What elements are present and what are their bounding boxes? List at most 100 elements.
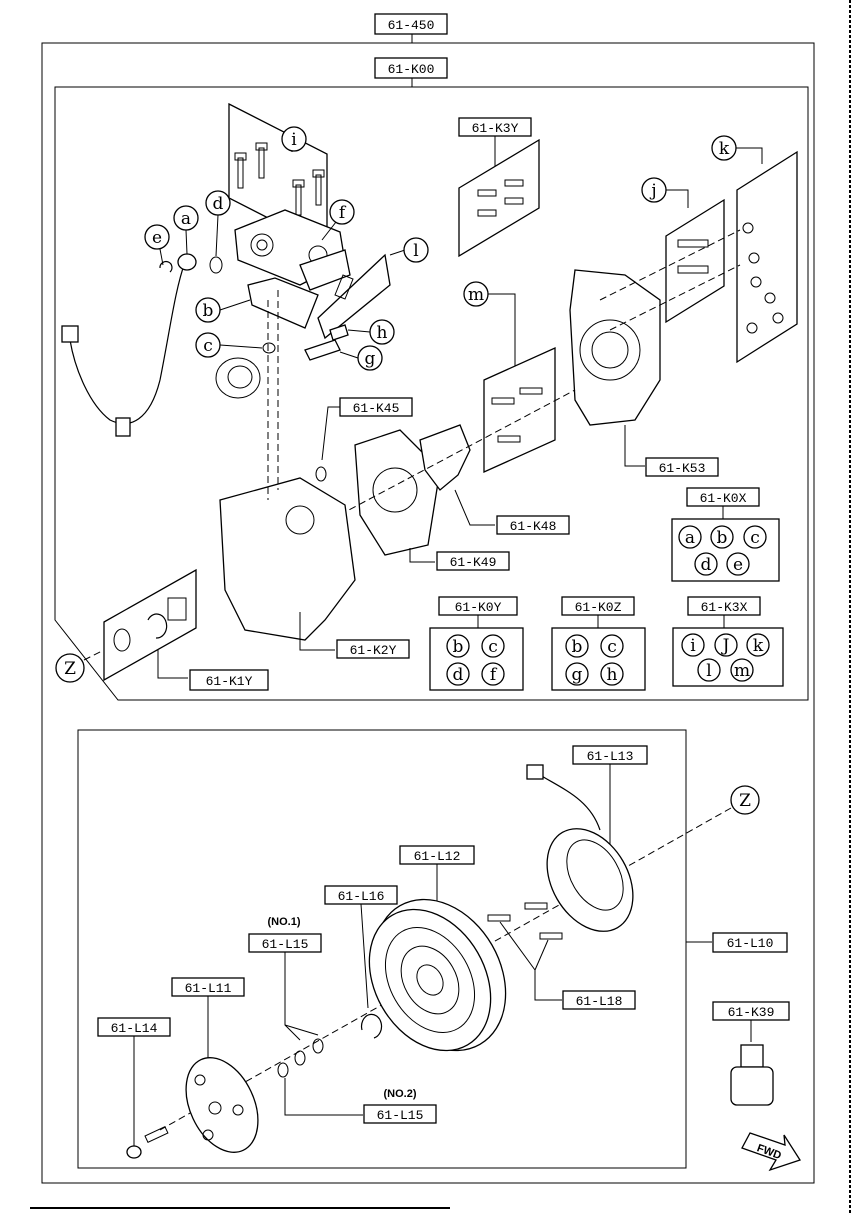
callout-61-K1Y[interactable]: 61-K1Y xyxy=(189,669,269,691)
bolts-i xyxy=(234,142,325,216)
panel-l xyxy=(317,253,391,340)
letter-b: b xyxy=(195,297,221,323)
letter-m: m xyxy=(463,281,489,307)
callout-61-L16[interactable]: 61-L16 xyxy=(324,885,398,905)
stator-coil-61-L13 xyxy=(526,764,634,932)
svg-text:e: e xyxy=(733,555,743,575)
snap-ring-61-L16 xyxy=(360,1013,383,1039)
svg-text:l: l xyxy=(413,241,418,261)
shaft-seal-panel-61-K1Y xyxy=(103,568,197,682)
letter-e: e xyxy=(144,224,170,250)
bolts-61-L18 xyxy=(487,902,563,940)
callout-61-L14[interactable]: 61-L14 xyxy=(97,1017,171,1037)
svg-text:61-L16: 61-L16 xyxy=(338,889,385,904)
valve-g xyxy=(304,339,341,361)
part-61-K39 xyxy=(730,1044,774,1106)
svg-text:61-K3X: 61-K3X xyxy=(701,600,748,615)
svg-text:b: b xyxy=(203,301,214,321)
svg-text:61-L18: 61-L18 xyxy=(576,994,623,1009)
svg-text:61-L12: 61-L12 xyxy=(414,849,461,864)
svg-text:61-K1Y: 61-K1Y xyxy=(206,674,253,689)
callout-61-L18[interactable]: 61-L18 xyxy=(562,990,636,1010)
kit-61-K0Y[interactable]: 61-K0Y b c d f xyxy=(429,596,524,691)
svg-text:61-K0Z: 61-K0Z xyxy=(575,600,622,615)
svg-text:61-L10: 61-L10 xyxy=(727,936,774,951)
letter-l: l xyxy=(403,237,429,263)
callout-61-K49[interactable]: 61-K49 xyxy=(436,551,510,571)
shim-3 xyxy=(277,1062,289,1078)
letter-h: h xyxy=(369,319,395,345)
callout-61-K2Y[interactable]: 61-K2Y xyxy=(336,639,410,659)
svg-text:h: h xyxy=(377,323,388,343)
svg-text:61-450: 61-450 xyxy=(388,18,435,33)
svg-text:i: i xyxy=(291,130,297,150)
letter-z-top: Z xyxy=(55,653,85,683)
callout-61-450[interactable]: 61-450 xyxy=(374,13,448,35)
bolts-k3y xyxy=(477,179,524,217)
svg-text:c: c xyxy=(203,336,213,356)
callout-61-K00[interactable]: 61-K00 xyxy=(374,57,448,79)
bolt-panel-m xyxy=(483,346,556,474)
kit-61-K0X[interactable]: 61-K0X a b c d e xyxy=(671,487,780,582)
svg-text:61-K39: 61-K39 xyxy=(728,1005,775,1020)
letter-i: i xyxy=(281,126,307,152)
svg-text:d: d xyxy=(213,194,224,214)
frame-61-L10 xyxy=(77,729,687,1169)
svg-text:61-K45: 61-K45 xyxy=(353,401,400,416)
svg-text:61-L15: 61-L15 xyxy=(262,937,309,952)
callout-61-L15-no2[interactable]: 61-L15 xyxy=(363,1104,437,1124)
letter-j: j xyxy=(641,177,667,203)
shim-2 xyxy=(312,1038,324,1054)
compressor-body-61-K2Y xyxy=(215,357,356,641)
callout-61-L11[interactable]: 61-L11 xyxy=(171,977,245,997)
callout-61-L12[interactable]: 61-L12 xyxy=(399,845,475,865)
letter-g: g xyxy=(357,345,383,371)
note-no1: (NO.1) xyxy=(268,916,301,928)
center-bolt-61-L14 xyxy=(126,1126,169,1159)
letter-f: f xyxy=(329,199,355,225)
svg-text:61-K2Y: 61-K2Y xyxy=(350,643,397,658)
svg-text:Z: Z xyxy=(739,791,751,811)
svg-text:l: l xyxy=(706,661,711,681)
svg-text:61-K49: 61-K49 xyxy=(450,555,497,570)
kit-61-K0Z[interactable]: 61-K0Z b c g h xyxy=(551,596,646,691)
callout-61-L15-no1[interactable]: 61-L15 xyxy=(248,933,322,953)
callout-61-L10[interactable]: 61-L10 xyxy=(712,932,788,953)
shim-1 xyxy=(294,1050,306,1066)
callout-61-L13[interactable]: 61-L13 xyxy=(572,745,648,765)
svg-text:61-L11: 61-L11 xyxy=(185,981,232,996)
kit-61-K3X[interactable]: 61-K3X i J k l m xyxy=(672,596,784,687)
callout-61-K48[interactable]: 61-K48 xyxy=(496,515,570,535)
svg-text:61-K3Y: 61-K3Y xyxy=(472,121,519,136)
thermal-sensor-wire xyxy=(61,253,197,437)
callout-61-K53[interactable]: 61-K53 xyxy=(645,457,719,477)
letter-c: c xyxy=(195,332,221,358)
svg-text:a: a xyxy=(685,528,695,548)
svg-text:c: c xyxy=(488,637,498,657)
svg-text:d: d xyxy=(453,665,464,685)
svg-text:61-L13: 61-L13 xyxy=(587,749,634,764)
callout-61-K3Y[interactable]: 61-K3Y xyxy=(458,117,532,137)
fwd-arrow: FWD xyxy=(741,1132,801,1172)
suction-reed-61-K48 xyxy=(419,424,471,491)
svg-text:j: j xyxy=(649,181,656,201)
svg-text:b: b xyxy=(717,528,728,548)
callout-61-K45[interactable]: 61-K45 xyxy=(339,397,413,417)
note-no2: (NO.2) xyxy=(384,1088,417,1100)
letter-k: k xyxy=(711,135,737,161)
callout-61-K39[interactable]: 61-K39 xyxy=(712,1001,790,1021)
gasket-b xyxy=(247,277,319,329)
svg-text:c: c xyxy=(607,637,617,657)
svg-text:f: f xyxy=(339,203,347,223)
svg-text:m: m xyxy=(734,661,750,681)
oring-h xyxy=(329,324,349,341)
svg-text:Z: Z xyxy=(64,659,76,679)
frame-61-K00 xyxy=(54,86,809,701)
svg-text:J: J xyxy=(721,636,730,656)
svg-text:h: h xyxy=(607,665,618,685)
svg-text:m: m xyxy=(468,285,484,305)
svg-text:f: f xyxy=(490,665,498,685)
svg-text:k: k xyxy=(753,636,764,656)
svg-text:c: c xyxy=(750,528,760,548)
